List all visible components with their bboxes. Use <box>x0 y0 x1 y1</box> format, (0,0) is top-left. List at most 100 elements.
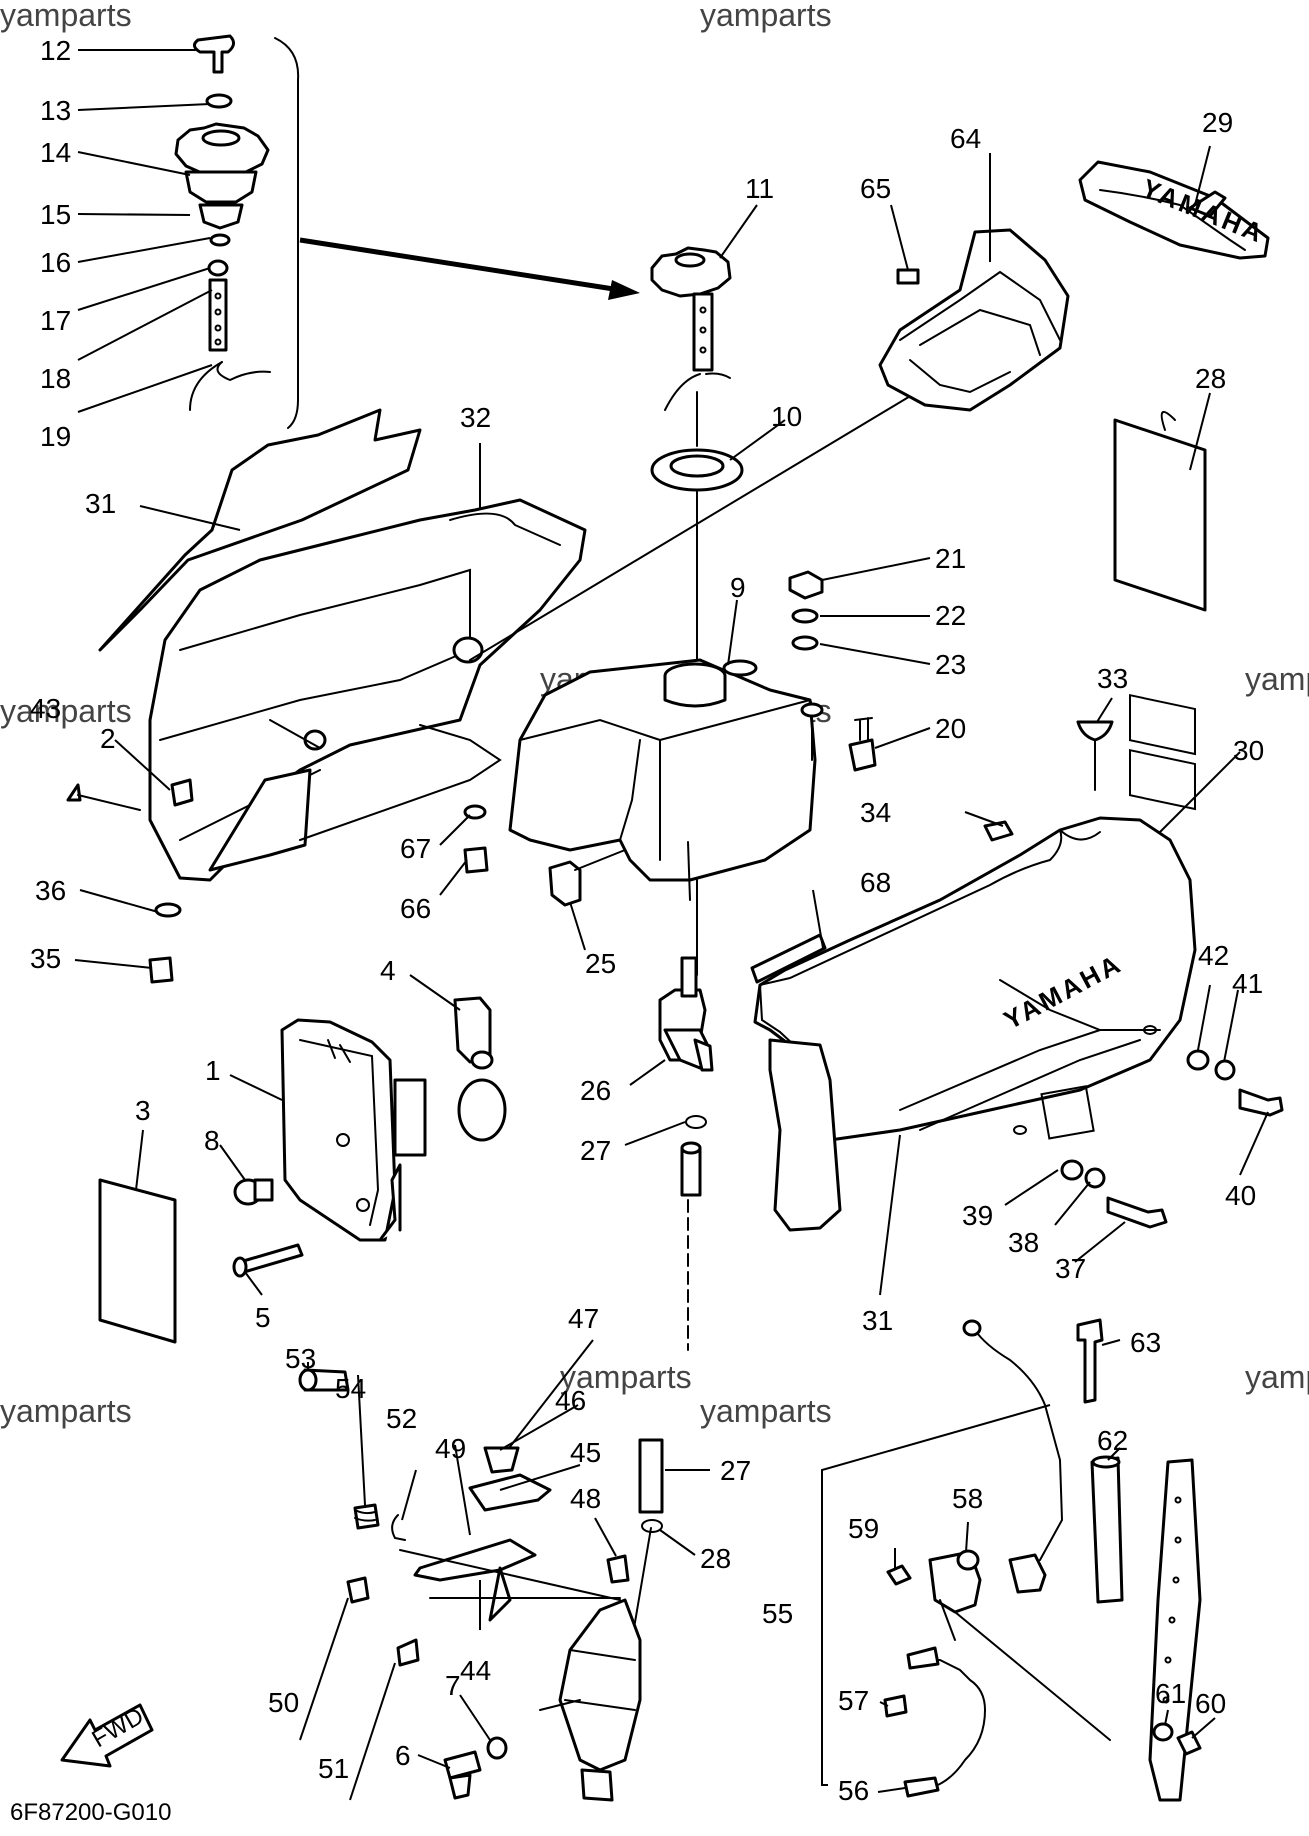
bolt-48 <box>606 1554 630 1584</box>
callout-57: 57 <box>838 1685 869 1716</box>
callout-58: 58 <box>952 1483 983 1514</box>
screw-5 <box>232 1243 304 1278</box>
cable-tie-63 <box>1076 1318 1104 1404</box>
callout-35: 35 <box>30 943 61 974</box>
callout-54: 54 <box>335 1373 366 1404</box>
leader-lines <box>74 49 1269 1801</box>
fwd-arrow: FWD <box>60 1702 154 1768</box>
callout-64: 64 <box>950 123 981 154</box>
callout-32: 32 <box>460 402 491 433</box>
watermark-text: yamparts <box>0 1393 132 1429</box>
callout-60: 60 <box>1195 1688 1226 1719</box>
callout-18: 18 <box>40 363 71 394</box>
callout-36: 36 <box>35 875 66 906</box>
callout-37: 37 <box>1055 1253 1086 1284</box>
o-ring-7 <box>486 1736 508 1760</box>
watermark-text: yamparts <box>0 693 132 729</box>
top-cowling: YAMAHA <box>753 816 1197 1232</box>
callout-51: 51 <box>318 1753 349 1784</box>
callout-1: 1 <box>205 1055 221 1086</box>
watermark-text: yamparts <box>700 1393 832 1429</box>
throttle-linkage <box>298 1368 621 1667</box>
callout-4: 4 <box>380 955 396 986</box>
callout-8: 8 <box>204 1125 220 1156</box>
fuel-tank <box>508 658 824 976</box>
callout-52: 52 <box>386 1403 417 1434</box>
callout-19: 19 <box>40 421 71 452</box>
bracket-plate-1 <box>280 1018 427 1242</box>
callout-6: 6 <box>395 1740 411 1771</box>
callout-55: 55 <box>762 1598 793 1629</box>
callout-22: 22 <box>935 600 966 631</box>
callout-40: 40 <box>1225 1180 1256 1211</box>
callout-30: 30 <box>1233 735 1264 766</box>
watermark-text: yamparts <box>700 0 832 33</box>
callout-21: 21 <box>935 543 966 574</box>
stop-switch-assembly <box>883 1319 1111 1798</box>
callout-2: 2 <box>100 723 116 754</box>
cowling-screw-set-lower <box>1060 1159 1168 1229</box>
callout-20: 20 <box>935 713 966 744</box>
watermark-text: yamparts <box>0 0 132 33</box>
watermark-text: yamparts <box>1245 661 1309 697</box>
bolt-20 <box>848 717 877 772</box>
callout-27-lower: 28 <box>700 1543 731 1574</box>
damper-24 <box>548 849 626 907</box>
callout-45: 45 <box>570 1437 601 1468</box>
strip-holes <box>1162 1496 1182 1704</box>
callout-16: 16 <box>40 247 71 278</box>
callout-27-upper: 27 <box>580 1135 611 1166</box>
callout-15: 15 <box>40 199 71 230</box>
callout-5: 5 <box>255 1302 271 1333</box>
lanyard-clip <box>453 996 507 1142</box>
bolt-60 <box>1176 1730 1202 1756</box>
washer-36 <box>154 902 182 918</box>
washer-61 <box>1152 1722 1174 1742</box>
callout-53: 53 <box>285 1343 316 1374</box>
fuel-cock <box>658 956 714 1072</box>
cowling-front-bracket <box>878 228 1070 412</box>
clip-27-upper <box>685 1115 707 1129</box>
callout-11: 11 <box>745 173 774 204</box>
bolt-35 <box>148 956 174 984</box>
callout-49: 49 <box>435 1433 466 1464</box>
screw-33 <box>1076 720 1114 791</box>
callout-17: 17 <box>40 305 71 336</box>
group-bracket-55 <box>821 1404 1051 1786</box>
inset-pointer-arrow <box>299 237 640 300</box>
callout-24: 25 <box>585 948 616 979</box>
callout-48: 48 <box>570 1483 601 1514</box>
diagram-code: 6F87200-G010 <box>10 1799 171 1826</box>
lanyard-strip <box>1148 1458 1202 1802</box>
starter-handle-rope: YAMAHA <box>1078 160 1270 260</box>
tab-43 <box>66 783 82 802</box>
callout-9: 9 <box>730 572 746 603</box>
callout-65: 65 <box>860 173 891 204</box>
fuel-cap-exploded-inset <box>174 34 300 429</box>
callout-63: 63 <box>1130 1327 1161 1358</box>
callout-3: 3 <box>135 1095 151 1126</box>
fuel-tank-cap <box>650 246 732 411</box>
callout-50: 50 <box>268 1687 299 1718</box>
callout-62: 62 <box>1097 1425 1128 1456</box>
callout-47: 47 <box>568 1303 599 1334</box>
bolt-66 <box>463 846 489 874</box>
watermark-text: yamparts <box>560 1359 692 1395</box>
clip-27-lower <box>641 1519 663 1533</box>
callout-25: 26 <box>580 1075 611 1106</box>
label-card-3 <box>98 1178 177 1344</box>
callout-68: 68 <box>860 867 891 898</box>
callout-29: 29 <box>1202 107 1233 138</box>
callout-23: 23 <box>935 649 966 680</box>
callout-31-lower: 31 <box>862 1305 893 1336</box>
callout-67: 67 <box>400 833 431 864</box>
knob-8 <box>233 1178 274 1206</box>
top-decal-graphic <box>98 408 422 652</box>
carburetor <box>539 1598 642 1802</box>
cap-gasket <box>650 391 744 661</box>
callout-42: 42 <box>1198 940 1229 971</box>
cowling-screw-set-right <box>1186 1049 1284 1117</box>
callout-56: 56 <box>838 1775 869 1806</box>
callout-labels: 12 13 14 15 16 17 18 19 11 65 64 29 28 1… <box>30 35 1264 1806</box>
watermark-text: yamparts <box>1245 1359 1309 1395</box>
